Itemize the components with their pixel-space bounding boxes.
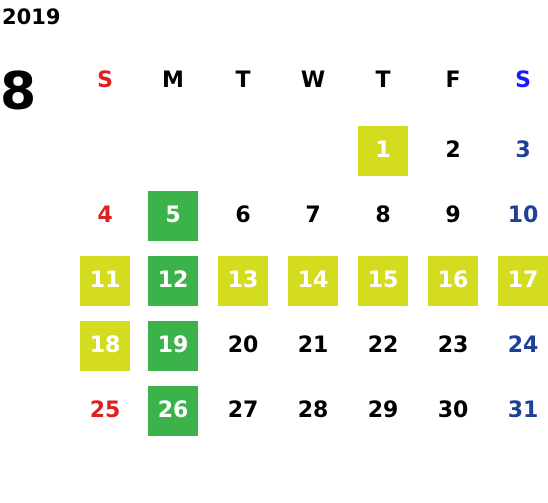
day-cell-7[interactable]: 7 <box>305 203 321 228</box>
day-cell-18[interactable]: 18 <box>80 321 130 371</box>
day-cell-3[interactable]: 3 <box>515 138 531 163</box>
day-cell-6[interactable]: 6 <box>235 203 251 228</box>
weekday-sunday: S <box>97 68 113 93</box>
day-cell-10[interactable]: 10 <box>507 203 539 228</box>
day-cell-25[interactable]: 25 <box>89 398 121 423</box>
day-cell-11[interactable]: 11 <box>80 256 130 306</box>
day-cell-2[interactable]: 2 <box>445 138 461 163</box>
weekday-wednesday: W <box>300 68 326 93</box>
month-label: 8 <box>0 62 37 122</box>
weekday-tuesday: T <box>235 68 251 93</box>
day-cell-5[interactable]: 5 <box>148 191 198 241</box>
day-cell-27[interactable]: 27 <box>227 398 259 423</box>
day-cell-9[interactable]: 9 <box>445 203 461 228</box>
day-cell-22[interactable]: 22 <box>367 333 399 358</box>
day-cell-1[interactable]: 1 <box>358 126 408 176</box>
day-cell-13[interactable]: 13 <box>218 256 268 306</box>
weekday-monday: M <box>162 68 184 93</box>
day-cell-15[interactable]: 15 <box>358 256 408 306</box>
day-cell-28[interactable]: 28 <box>297 398 329 423</box>
day-cell-4[interactable]: 4 <box>97 203 113 228</box>
weekday-thursday: T <box>375 68 391 93</box>
day-cell-20[interactable]: 20 <box>227 333 259 358</box>
day-cell-24[interactable]: 24 <box>507 333 539 358</box>
day-cell-14[interactable]: 14 <box>288 256 338 306</box>
day-cell-12[interactable]: 12 <box>148 256 198 306</box>
day-cell-29[interactable]: 29 <box>367 398 399 423</box>
day-cell-17[interactable]: 17 <box>498 256 548 306</box>
day-cell-19[interactable]: 19 <box>148 321 198 371</box>
day-cell-31[interactable]: 31 <box>507 398 539 423</box>
day-cell-23[interactable]: 23 <box>437 333 469 358</box>
day-cell-16[interactable]: 16 <box>428 256 478 306</box>
day-cell-21[interactable]: 21 <box>297 333 329 358</box>
day-cell-8[interactable]: 8 <box>375 203 391 228</box>
year-label: 2019 <box>2 5 61 29</box>
day-cell-30[interactable]: 30 <box>437 398 469 423</box>
weekday-friday: F <box>445 68 461 93</box>
day-cell-26[interactable]: 26 <box>148 386 198 436</box>
weekday-saturday: S <box>515 68 531 93</box>
